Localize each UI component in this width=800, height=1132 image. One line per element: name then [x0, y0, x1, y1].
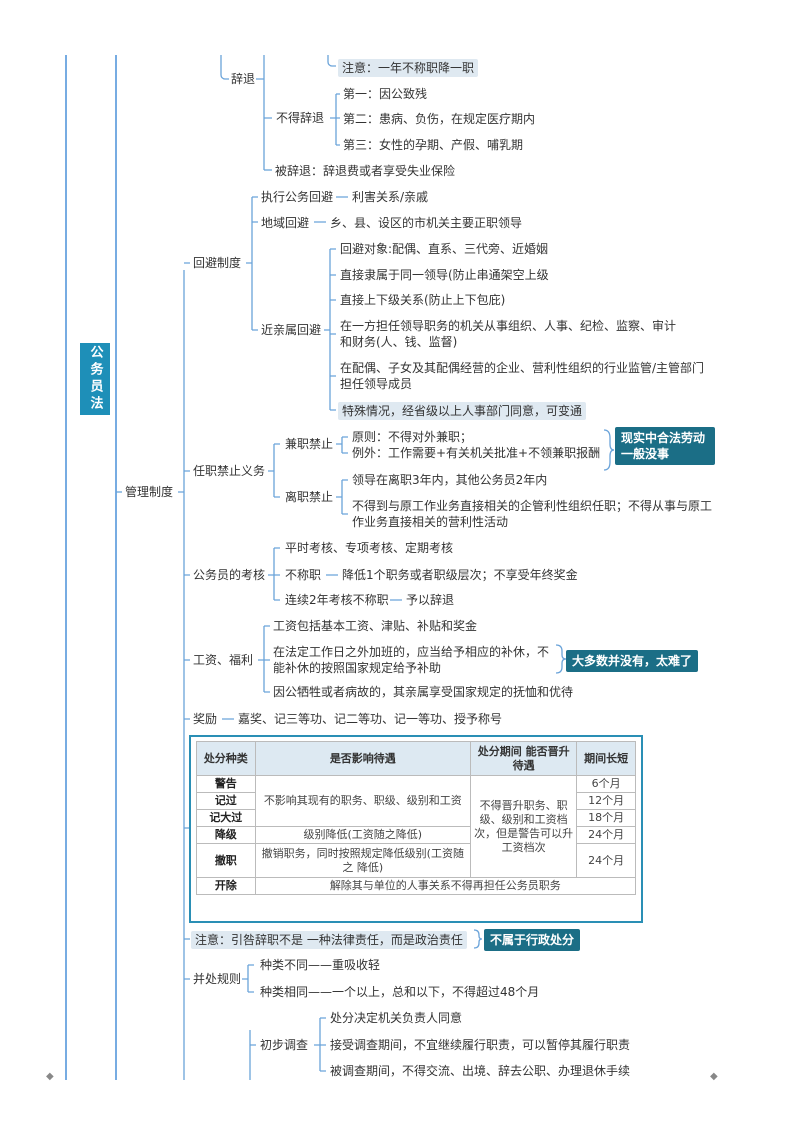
- node-jiangli: 奖励: [193, 712, 218, 726]
- effect-cell: 撤销职务，同时按照规定降低级别(工资随之 降低): [254, 843, 472, 878]
- chubu-item: 处分决定机关负责人同意: [330, 1011, 463, 1025]
- chubu-item: 被调查期间，不得交流、出境、辞去公职、办理退休手续: [330, 1064, 631, 1078]
- kind-cell: 撤职: [196, 843, 256, 878]
- node-huibi: 回避制度: [193, 256, 242, 270]
- duration-cell: 18个月: [576, 809, 636, 827]
- page-corner-marker: ◆: [710, 1071, 718, 1082]
- lizhi-item: 领导在离职3年内，其他公务员2年内: [352, 473, 548, 487]
- duration-cell: 12个月: [576, 792, 636, 810]
- table-header: 期间长短: [576, 741, 636, 776]
- diyu-value: 乡、县、设区的市机关主要正职领导: [330, 216, 523, 230]
- node-buchengzhi: 不称职: [285, 568, 322, 582]
- punishment-table: 处分种类 是否影响待遇 处分期间 能否晋升待遇 期间长短 警告 不影响其现有的职…: [196, 741, 637, 895]
- node-bude-cizhi: 不得辞退: [276, 111, 325, 125]
- node-chubu: 初步调查: [260, 1038, 309, 1052]
- table-header: 处分种类: [196, 741, 256, 776]
- jinqinshu-item: 直接上下级关系(防止上下包庇): [340, 293, 506, 307]
- gongzi-item: 在法定工作日之外加班的，应当给予相应的补休，不能补休的按照国家规定给予补助: [273, 645, 550, 675]
- jinqinshu-special: 特殊情况，经省级以上人事部门同意，可变通: [338, 402, 587, 420]
- promote-cell: 不得晋升职务、职级、级别和工资档次，但是警告可以升工资档次: [469, 775, 578, 878]
- jinqinshu-item: 在一方担任领导职务的机关从事组织、人事、纪检、监察、审计和财务(人、钱、监督): [340, 319, 677, 349]
- effect-cell: 解除其与单位的人事关系不得再担任公务员职务: [254, 877, 637, 895]
- node-lizhi: 离职禁止: [285, 490, 334, 504]
- node-diyu: 地域回避: [261, 216, 310, 230]
- duration-cell: 6个月: [576, 775, 636, 793]
- bingchu-item: 种类不同——重吸收轻: [260, 958, 381, 972]
- node-bingchu: 并处规则: [193, 972, 242, 986]
- bude-item: 第三：女性的孕期、产假、哺乳期: [343, 138, 524, 152]
- jinqinshu-item: 在配偶、子女及其配偶经营的企业、营利性组织的行业监管/主管部门担任领导成员: [340, 361, 705, 391]
- effect-cell: 级别降低(工资随之降低): [254, 826, 472, 844]
- jiangli-value: 嘉奖、记三等功、记二等功、记一等功、授予称号: [238, 712, 503, 726]
- bude-item: 第二：患病、负伤，在规定医疗期内: [343, 112, 536, 126]
- lianxu-value: 予以辞退: [406, 593, 455, 607]
- notice-demotion: 注意：一年不称职降一职: [338, 59, 479, 77]
- tag-notice: 不属于行政处分: [484, 929, 581, 951]
- punishment-table-box: 处分种类 是否影响待遇 处分期间 能否晋升待遇 期间长短 警告 不影响其现有的职…: [189, 735, 643, 923]
- jinqinshu-item: 直接隶属于同一领导(防止串通架空上级: [340, 268, 549, 282]
- kind-cell: 开除: [196, 877, 256, 895]
- node-gongzi: 工资、福利: [193, 653, 254, 667]
- jianzhi-item: 例外：工作需要+有关机关批准+不领兼职报酬: [352, 446, 601, 460]
- gongzi-item: 因公牺牲或者病故的，其亲属享受国家规定的抚恤和优待: [273, 685, 574, 699]
- bude-item: 第一：因公致残: [343, 87, 428, 101]
- kind-cell: 记大过: [196, 809, 256, 827]
- duration-cell: 24个月: [576, 843, 636, 878]
- kind-cell: 记过: [196, 792, 256, 810]
- node-guanli: 管理制度: [125, 485, 174, 499]
- node-cizhi: 辞退: [231, 72, 256, 86]
- tag-jianzhi: 现实中合法劳动一般没事: [615, 427, 715, 465]
- tag-gongzi: 大多数并没有，太难了: [566, 650, 699, 672]
- kaohe-item: 平时考核、专项考核、定期考核: [285, 541, 454, 555]
- buchengzhi-value: 降低1个职务或者职级层次；不享受年终奖金: [342, 568, 578, 582]
- kind-cell: 警告: [196, 775, 256, 793]
- node-lianxu: 连续2年考核不称职: [285, 593, 389, 607]
- node-bei-cizhi: 被辞退：辞退费或者享受失业保险: [275, 164, 456, 178]
- table-header: 是否影响待遇: [254, 741, 472, 776]
- zhixing-value: 利害关系/亲戚: [352, 190, 429, 204]
- node-renzhi: 任职禁止义务: [193, 464, 266, 478]
- node-kaohe: 公务员的考核: [193, 568, 266, 582]
- gongzi-item: 工资包括基本工资、津贴、补贴和奖金: [273, 619, 478, 633]
- node-jinqinshu: 近亲属回避: [261, 323, 322, 337]
- lizhi-item: 不得到与原工作业务直接相关的企管利性组织任职；不得从事与原工作业务直接相关的营利…: [352, 499, 713, 529]
- jinqinshu-item: 回避对象:配偶、直系、三代旁、近婚姻: [340, 242, 549, 256]
- table-header: 处分期间 能否晋升待遇: [469, 741, 578, 776]
- notice-cizhi: 注意：引咎辞职不是 一种法律责任，而是政治责任: [191, 931, 467, 949]
- node-jianzhi: 兼职禁止: [285, 437, 334, 451]
- kind-cell: 降级: [196, 826, 256, 844]
- bingchu-item: 种类相同——一个以上，总和以下，不得超过48个月: [260, 985, 540, 999]
- node-zhixing: 执行公务回避: [261, 190, 334, 204]
- jianzhi-item: 原则：不得对外兼职；: [352, 430, 473, 444]
- root-node: 公务员法: [80, 343, 110, 415]
- effect-cell: 不影响其现有的职务、职级、级别和工资: [254, 775, 472, 827]
- chubu-item: 接受调查期间，不宜继续履行职责，可以暂停其履行职责: [330, 1038, 631, 1052]
- duration-cell: 24个月: [576, 826, 636, 844]
- page-corner-marker: ◆: [46, 1071, 54, 1082]
